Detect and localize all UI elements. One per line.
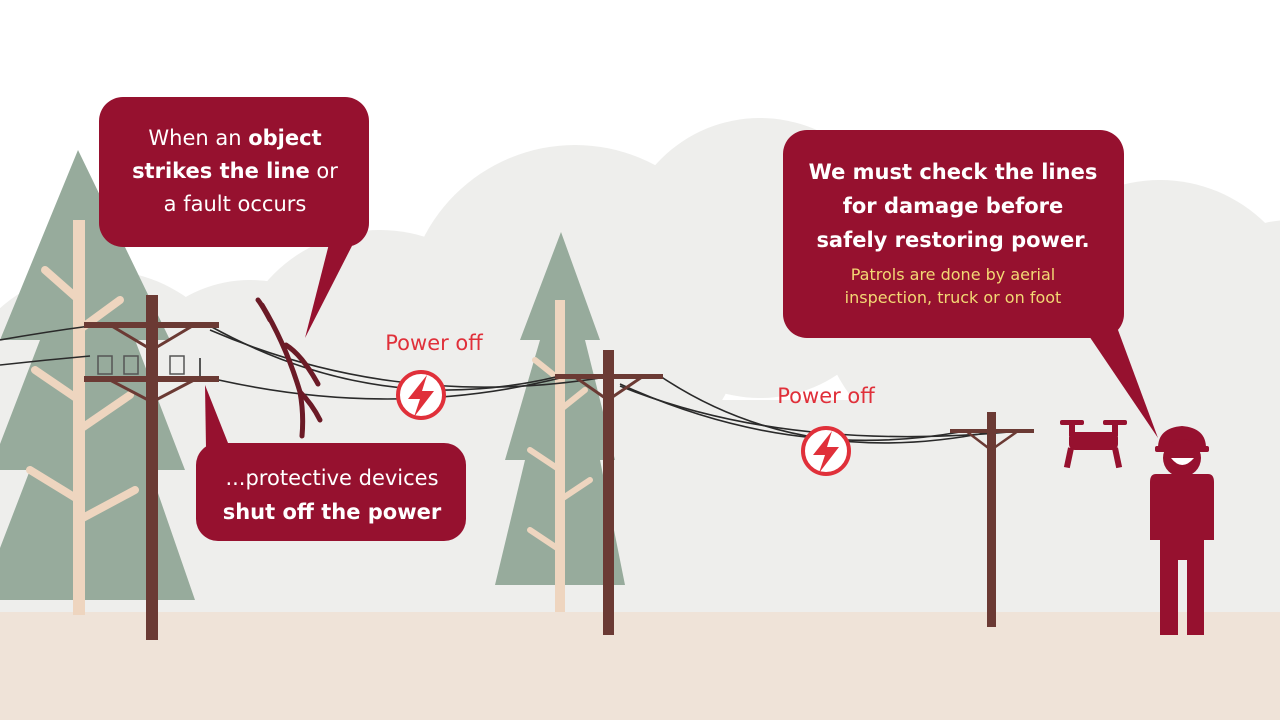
callout-text-bold: strikes the line xyxy=(132,159,310,183)
callout-check-line2: for damage before xyxy=(842,194,1064,218)
callout-object-line2: strikes the line or xyxy=(112,155,358,188)
callout-check-sub-line1: Patrols are done by aerial xyxy=(850,265,1056,284)
callout-devices-line2: shut off the power xyxy=(222,500,442,524)
callout-devices-line1: ...protective devices xyxy=(225,466,439,490)
power-off-label: Power off xyxy=(777,384,875,408)
utility-pole-icon xyxy=(84,295,219,640)
callout-check-lines: We must check the lines for damage befor… xyxy=(788,155,1118,309)
pine-tree-icon xyxy=(495,232,625,612)
lightning-bolt-icon xyxy=(801,426,851,476)
callout-check-sub-line2: inspection, truck or on foot xyxy=(844,288,1062,307)
ground xyxy=(0,612,1280,720)
drone-icon xyxy=(1060,420,1127,469)
callout-check-subtext: Patrols are done by aerial inspection, tr… xyxy=(788,263,1118,309)
callout-object-line1: When an object xyxy=(112,122,358,155)
worker-icon xyxy=(1150,426,1214,635)
lightning-bolt-icon xyxy=(396,370,446,420)
utility-pole-icon xyxy=(555,350,663,635)
branch-icon xyxy=(255,297,323,439)
callout-text: or xyxy=(309,159,338,183)
utility-pole-icon xyxy=(950,412,1034,627)
callout-text: When an xyxy=(148,126,249,150)
callout-text-bold: object xyxy=(248,126,322,150)
power-off-label: Power off xyxy=(385,331,483,355)
callout-object-line3: a fault occurs xyxy=(163,192,307,216)
callout-check-line3: safely restoring power. xyxy=(816,228,1090,252)
callout-protective-devices: ...protective devices shut off the power xyxy=(200,461,464,529)
callout-check-line1: We must check the lines xyxy=(808,160,1098,184)
callout-shapes xyxy=(99,97,1158,541)
callout-object-strike: When an object strikes the line or a fau… xyxy=(112,122,358,221)
